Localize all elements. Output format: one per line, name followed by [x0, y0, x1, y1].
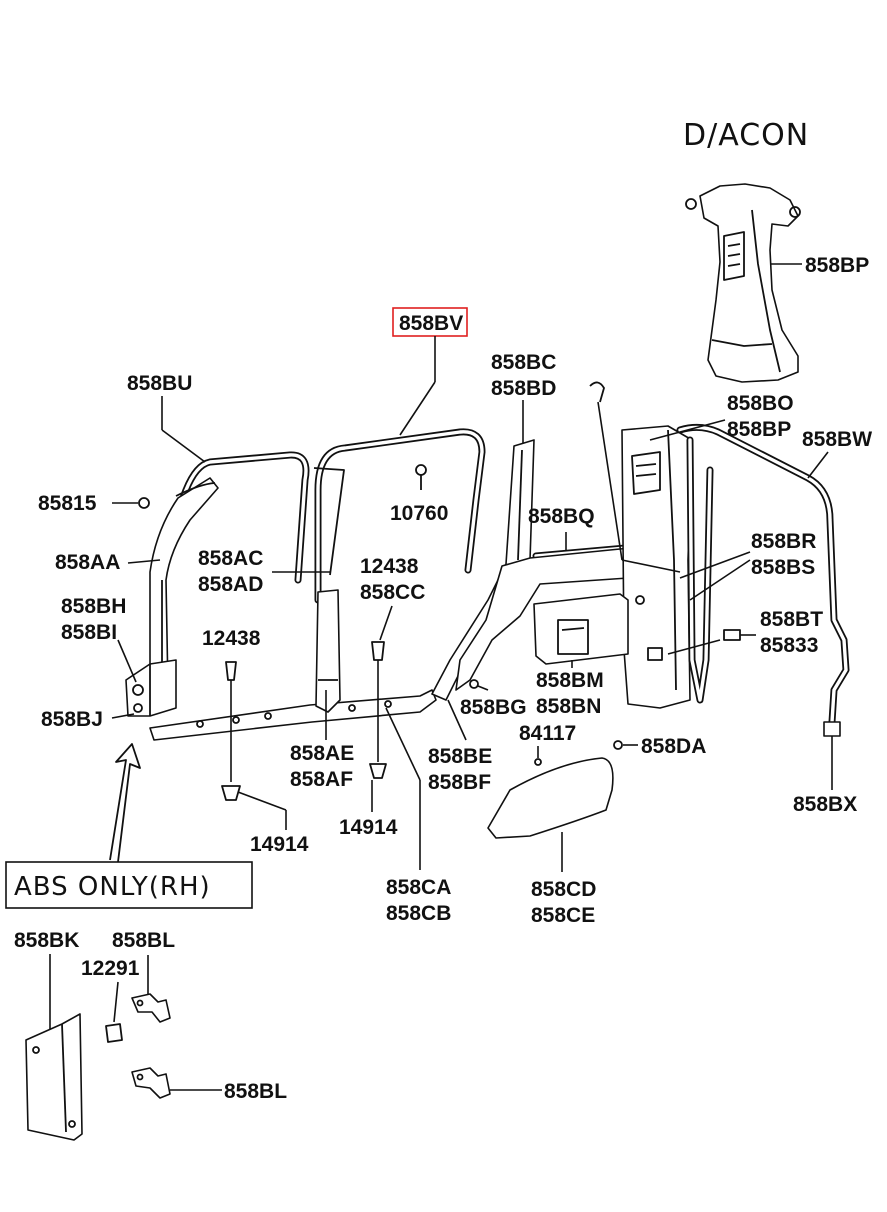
- label-858BL-top: 858BL: [112, 929, 175, 952]
- clip-858DA: [613, 740, 623, 750]
- label-858BK: 858BK: [14, 929, 79, 952]
- label-12438-left: 12438: [202, 627, 261, 650]
- label-14914-left: 14914: [250, 833, 309, 856]
- clip-10760: [415, 464, 427, 476]
- label-14914-right: 14914: [339, 816, 398, 839]
- label-858BN: 858BN: [536, 695, 601, 718]
- abs-note: ABS ONLY(RH): [14, 872, 211, 902]
- label-858BF: 858BF: [428, 771, 491, 794]
- highlight-box: [392, 307, 468, 337]
- label-858BL-bottom: 858BL: [224, 1080, 287, 1103]
- label-858CA: 858CA: [386, 876, 451, 899]
- sill-trim: [149, 689, 437, 741]
- abs-note-box: [5, 861, 253, 909]
- cover-858CD: [487, 757, 614, 839]
- screw-12438-right: [371, 641, 385, 661]
- label-858CB: 858CB: [386, 902, 451, 925]
- label-858BG: 858BG: [460, 696, 527, 719]
- label-858CE: 858CE: [531, 904, 595, 927]
- pillar-trim-dacon: [685, 183, 801, 383]
- label-858BU: 858BU: [127, 372, 192, 395]
- label-858AD: 858AD: [198, 573, 263, 596]
- label-858BC: 858BC: [491, 351, 556, 374]
- screw-12438-left: [225, 661, 237, 681]
- bracket-858BL-top: [131, 993, 171, 1023]
- label-858BE: 858BE: [428, 745, 492, 768]
- label-858BM: 858BM: [536, 669, 604, 692]
- screw-12291: [105, 1023, 123, 1043]
- label-858AC: 858AC: [198, 547, 263, 570]
- clip-14914-left: [221, 785, 241, 801]
- clip-14914-right: [369, 763, 387, 779]
- a-pillar-trim: [149, 477, 219, 696]
- label-858BQ: 858BQ: [528, 505, 595, 528]
- label-858AE: 858AE: [290, 742, 354, 765]
- clip-85815: [138, 497, 150, 509]
- clip-858BT: [723, 629, 741, 641]
- label-12438-right: 12438: [360, 555, 419, 578]
- b-pillar-trim: [313, 467, 345, 713]
- diagram-title: D/ACON: [683, 118, 809, 153]
- pillar-lower-bracket: [125, 659, 177, 717]
- label-84117: 84117: [519, 722, 576, 745]
- label-858BH: 858BH: [61, 595, 126, 618]
- label-10760: 10760: [390, 502, 448, 525]
- clip-84117: [534, 758, 542, 766]
- panel-858BK: [25, 1013, 83, 1141]
- clip-858BG: [469, 679, 479, 689]
- label-858BO: 858BO: [727, 392, 794, 415]
- label-858BI: 858BI: [61, 621, 117, 644]
- label-858BX: 858BX: [793, 793, 857, 816]
- label-858BW: 858BW: [802, 428, 872, 451]
- weatherstrip-858BV: [314, 428, 486, 604]
- label-12291: 12291: [81, 957, 140, 980]
- bracket-858BL-bottom: [131, 1067, 171, 1099]
- weatherstrip-858BU: [156, 451, 310, 584]
- label-858BS: 858BS: [751, 556, 815, 579]
- label-858BP-top: 858BP: [805, 254, 869, 277]
- label-858AA: 858AA: [55, 551, 120, 574]
- label-85815: 85815: [38, 492, 97, 515]
- label-858BR: 858BR: [751, 530, 816, 553]
- label-85833: 85833: [760, 634, 818, 657]
- end-cap-858BX: [823, 721, 841, 737]
- abs-arrow: [109, 743, 141, 863]
- label-858CC: 858CC: [360, 581, 425, 604]
- connector-wire: [589, 381, 605, 403]
- label-858DA: 858DA: [641, 735, 706, 758]
- trim-box-858BM: [533, 593, 629, 665]
- label-858BP: 858BP: [727, 418, 791, 441]
- label-858BJ: 858BJ: [41, 708, 103, 731]
- label-858AF: 858AF: [290, 768, 353, 791]
- label-858BV: 858BV: [399, 312, 463, 335]
- label-858CD: 858CD: [531, 878, 596, 901]
- label-858BT: 858BT: [760, 608, 823, 631]
- label-858BD: 858BD: [491, 377, 556, 400]
